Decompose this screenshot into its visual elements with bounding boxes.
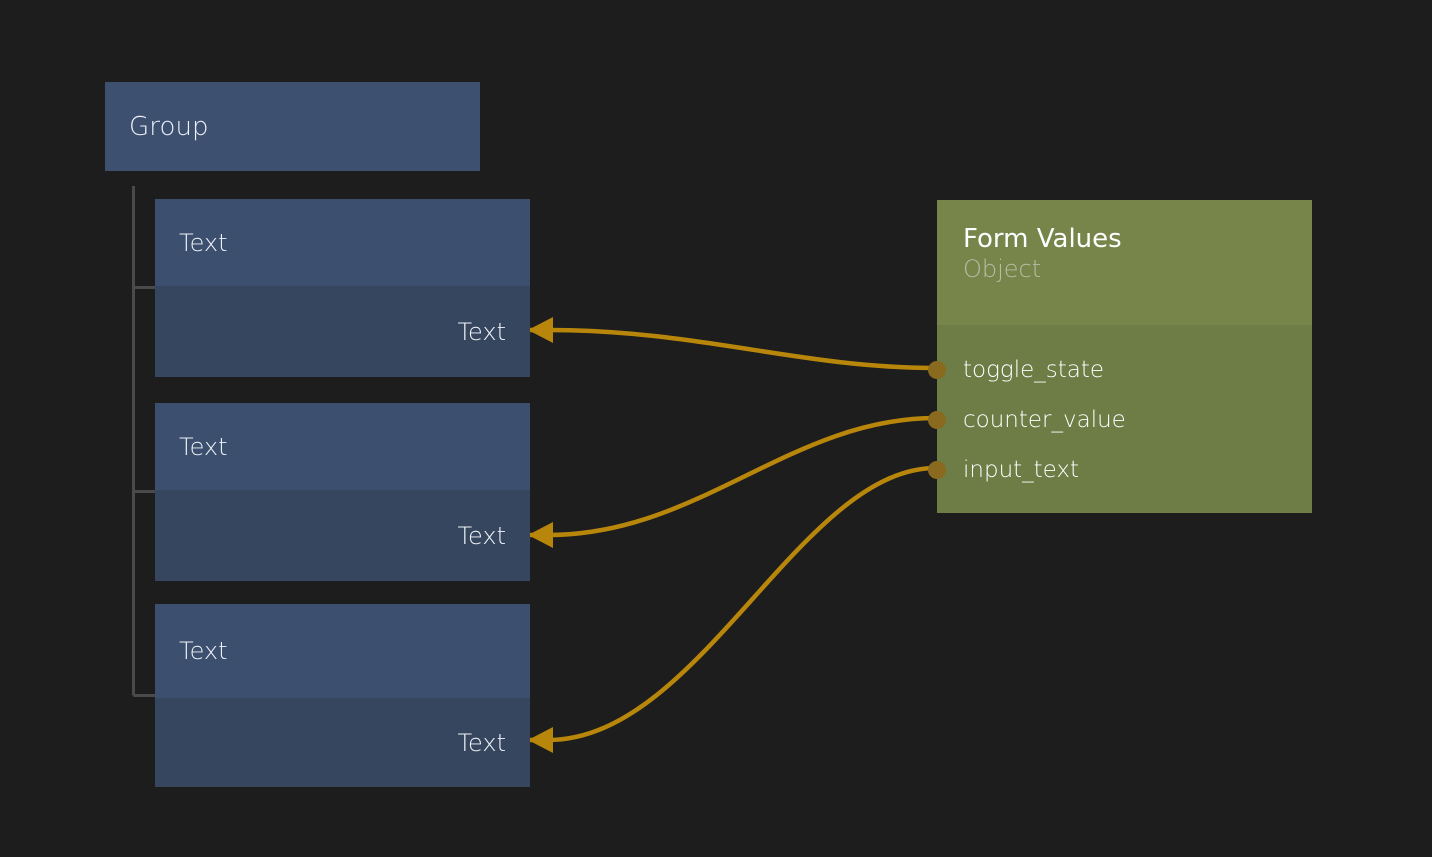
port-label-input-text: input_text [963,456,1080,483]
port-row-toggle-state[interactable]: toggle_state [928,345,1312,395]
edge-counter-value [528,415,939,548]
form-values-header: Form Values Object [937,200,1312,325]
port-label-toggle-state: toggle_state [963,356,1104,383]
edge-input-text [528,465,939,753]
child-node-1-title: Text [179,228,228,257]
group-node-header: Group [105,82,480,171]
child-node-3-value: Text [457,728,506,757]
child-node-2[interactable]: Text Text [155,403,530,581]
child-node-3-body[interactable]: Text [155,698,530,787]
child-node-3-title: Text [179,637,228,665]
form-values-body: toggle_state counter_value input_text [928,325,1312,513]
child-node-2-header: Text [155,403,530,490]
child-node-3[interactable]: Text Text [155,604,530,787]
child-node-2-value: Text [457,521,506,550]
child-node-3-header: Text [155,604,530,698]
port-label-counter-value: counter_value [963,406,1126,433]
child-node-1-body[interactable]: Text [155,286,530,377]
child-node-1[interactable]: Text Text [155,199,530,377]
group-title: Group [129,111,209,142]
port-row-input-text[interactable]: input_text [928,445,1312,495]
form-values-title: Form Values [963,224,1122,254]
child-node-2-title: Text [179,432,228,461]
child-node-1-value: Text [457,317,506,346]
port-dot-icon[interactable] [928,461,946,479]
child-node-1-header: Text [155,199,530,286]
port-dot-icon[interactable] [928,411,946,429]
form-values-subtitle: Object [963,254,1042,283]
edge-toggle-state [528,317,939,371]
port-dot-icon[interactable] [928,361,946,379]
form-values-node[interactable]: Form Values Object toggle_state counter_… [928,200,1312,513]
group-node[interactable]: Group [105,82,480,171]
child-node-2-body[interactable]: Text [155,490,530,581]
port-row-counter-value[interactable]: counter_value [928,395,1312,445]
